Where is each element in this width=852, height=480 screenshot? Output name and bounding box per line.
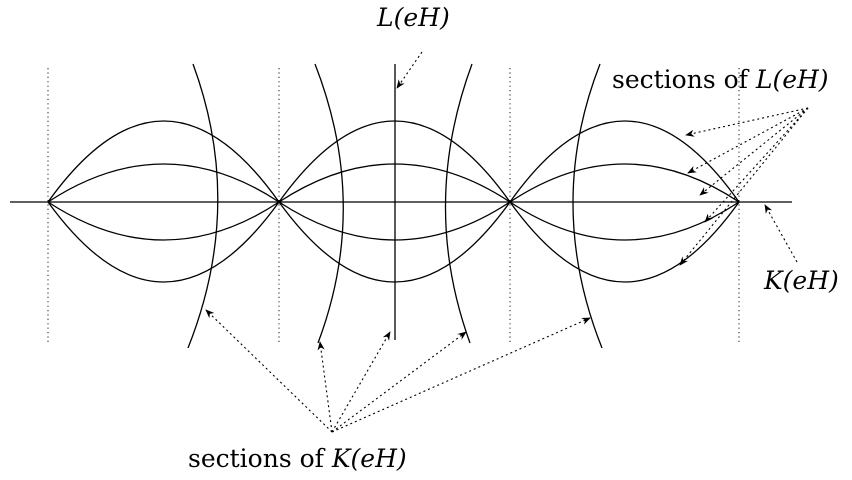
lens-right	[509, 120, 740, 283]
label-bottom: sections of K(eH)	[188, 446, 407, 471]
lens-left-inner-top	[47, 163, 280, 203]
arrow-l-section-3	[699, 107, 809, 196]
arrow-k-section-1	[205, 309, 333, 433]
arrow-k-section-2	[317, 341, 333, 433]
lens-right-inner-top	[509, 163, 740, 203]
lens-middle-outer-bottom	[278, 201, 511, 283]
lens-right-outer-top	[509, 120, 740, 203]
lens-middle-outer-top	[278, 120, 511, 203]
lens-middle-inner-bottom	[278, 201, 511, 241]
k-section-2	[314, 63, 344, 344]
label-right-mid-math: K(eH)	[764, 266, 839, 295]
lens-right-outer-bottom	[509, 201, 740, 283]
arrow-k-section-3	[331, 331, 391, 433]
label-top: L(eH)	[377, 5, 450, 30]
label-top-math: L(eH)	[377, 3, 450, 32]
arrow-l-section-2	[687, 107, 809, 174]
arrow-top-label	[396, 51, 423, 89]
lens-middle	[278, 120, 511, 283]
arrow-k-section-4	[331, 331, 467, 433]
arrow-k-axis	[764, 204, 798, 263]
arrow-l-section-4	[704, 107, 809, 223]
label-right-top: sections of L(eH)	[612, 67, 829, 92]
lens-right-inner-bottom	[509, 201, 740, 241]
guide-lines	[47, 68, 740, 342]
lens-left-outer-bottom	[47, 201, 280, 283]
arrow-k-section-5	[331, 317, 591, 433]
k-section-4	[572, 63, 603, 349]
label-right-top-prefix: sections of	[612, 65, 756, 94]
label-bottom-prefix: sections of	[188, 444, 332, 473]
k-section-1	[187, 63, 219, 349]
arrow-l-section-5	[679, 107, 809, 266]
k-section-3	[444, 63, 473, 344]
label-right-mid: K(eH)	[764, 268, 839, 293]
label-bottom-math: K(eH)	[331, 444, 407, 473]
lens-left-outer-top	[47, 120, 280, 203]
lens-middle-inner-top	[278, 163, 511, 203]
k-sections	[187, 63, 603, 349]
lens-left	[47, 120, 280, 283]
arrow-l-section-1	[685, 107, 809, 137]
lens-left-inner-bottom	[47, 201, 280, 241]
pointer-arrows	[205, 51, 809, 433]
label-right-top-math: L(eH)	[755, 65, 829, 94]
